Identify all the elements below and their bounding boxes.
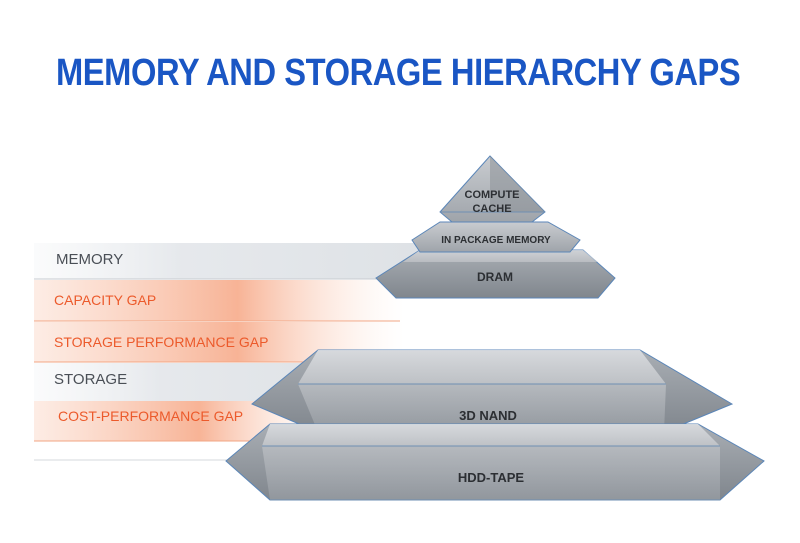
label-cache: CACHE <box>472 203 511 215</box>
page-title: MEMORY AND STORAGE HIERARCHY GAPS <box>56 52 741 94</box>
label-cost-performance-gap: COST-PERFORMANCE GAP <box>58 408 243 424</box>
label-storage-performance-gap: STORAGE PERFORMANCE GAP <box>54 334 268 350</box>
label-capacity-gap: CAPACITY GAP <box>54 292 156 308</box>
nand-tier <box>251 349 734 433</box>
label-memory: MEMORY <box>56 251 123 268</box>
label-3d-nand: 3D NAND <box>459 408 517 423</box>
in-package-memory-layer <box>411 221 581 253</box>
hdd-tape-tier <box>225 423 765 501</box>
label-hdd-tape: HDD-TAPE <box>458 470 525 485</box>
label-in-package-memory: IN PACKAGE MEMORY <box>441 235 551 246</box>
label-storage: STORAGE <box>54 371 127 388</box>
label-dram: DRAM <box>477 270 513 284</box>
memory-pyramid <box>375 155 616 299</box>
label-compute: COMPUTE <box>465 189 520 201</box>
band-capacity-gap <box>34 280 404 322</box>
